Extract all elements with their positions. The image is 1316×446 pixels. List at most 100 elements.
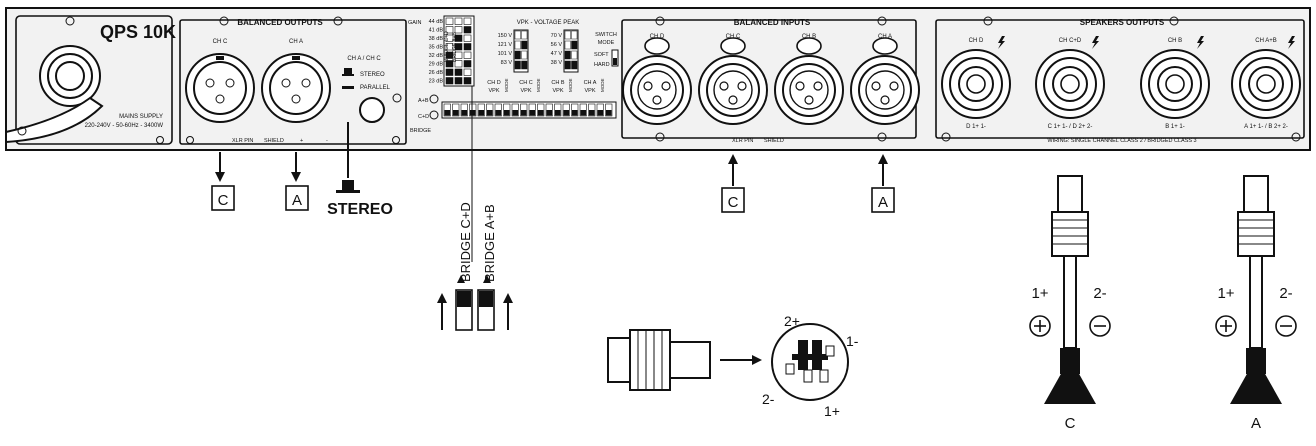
lightning-icon [1288,36,1295,49]
vpk-channel-label: CH B [551,80,564,86]
balanced-outputs-title: BALANCED OUTPUTS [237,18,323,27]
in-channel-label: CH A [878,34,892,40]
in-channel-label: CH B [802,34,816,40]
balanced-outputs-section: BALANCED OUTPUTS CH C CH A CH A / CH C S… [179,16,407,145]
bridge-indicator-label: BRIDGE [410,128,431,134]
gain-value: 26 dB [429,70,444,76]
bridge-label-ab: BRIDGE A+B [452,31,458,62]
callout-in-a [871,187,895,213]
vpk-value-left: 121 V [498,42,513,48]
vpk-value-left: 101 V [498,51,513,57]
speaker-cable-c: 1+2-C [1029,175,1111,432]
switch-mode-label-2: MODE [598,40,615,46]
gain-value: 35 dB [429,45,444,51]
in-channel-label: CH D [650,34,665,40]
vpk-channel-label: CH A [584,80,597,86]
xlr-input-ch-d[interactable]: CH D [622,34,692,125]
mains-label: MAINS SUPPLY [119,114,163,120]
vpk-tag: VPK [520,88,531,94]
gain-label: GAIN [408,20,421,26]
callout-stereo: STEREO [327,201,393,218]
cable-minus-label: 2- [1093,285,1106,302]
vpk-tag: VPK [488,88,499,94]
speakon-plug-detail: 2+ 1- 2- 1+ [607,313,859,419]
callout-bridge-cd: BRIDGE C+D [458,202,473,282]
speaker-cable-a: 1+2-A [1215,175,1297,432]
callout-in-c-label: C [728,194,739,211]
cable-plus-label: 1+ [1031,285,1048,302]
spk-channel-label: CH C+D [1059,38,1082,44]
speakon-output-2[interactable]: CH C+D C 1+ 1- / D 2+ 2- [1035,36,1105,130]
bridge-cd-indicator: C+D [418,114,429,120]
mode-tag: MODE [504,79,509,93]
hard-label: HARD [594,62,610,68]
bridge-label-cd: BRIDGE C+D [444,31,450,62]
out-pinout-minus: - [326,138,328,144]
callout-in-a-label: A [878,194,888,211]
spk-channel-label: CH A+B [1255,38,1277,44]
vpk-tag: VPK [584,88,595,94]
pin-2plus: 2+ [784,313,800,329]
mains-cable [5,96,104,144]
wiring-note: WIRING: SINGLE CHANNEL CLASS 2 / BRIDGED… [1047,138,1196,144]
xlr-input-ch-b[interactable]: CH B [774,34,844,125]
callout-out-a [285,185,309,211]
mains-section: QPS 10K MAINS SUPPLY 220-240V - 50-60Hz … [5,15,176,145]
out-ch-c-label: CH C [213,39,228,45]
soft-label: SOFT [594,52,609,58]
vpk-value-right: 47 V [551,51,563,57]
out-pinout-shield: SHIELD [264,138,284,144]
vpk-channel-label: CH C [519,80,532,86]
gain-value: 44 dB [429,19,444,25]
cable-plus-label: 1+ [1217,285,1234,302]
xlr-input-ch-c[interactable]: CH C [698,34,768,125]
vpk-value-left: 83 V [501,60,513,66]
callout-out-c-label: C [218,192,229,209]
speakon-output-1[interactable]: CH DD 1+ 1- [941,36,1011,130]
bridge-ab-indicator: A+B [418,98,429,104]
lightning-icon [1092,36,1099,49]
in-pinout-shield: SHIELD [764,138,784,144]
mode-tag: MODE [536,79,541,93]
pin-1minus: 1- [846,333,859,349]
cable-minus-label: 2- [1279,285,1292,302]
vpk-value-right: 56 V [551,42,563,48]
speaker-cables: 1+2-C1+2-A [1029,175,1297,432]
vpk-value-right: 70 V [551,33,563,39]
in-pinout: XLR PIN [732,138,753,144]
out-mode-title: CH A / CH C [347,56,381,62]
out-ch-a-label: CH A [289,39,303,45]
speakon-output-4[interactable]: CH A+B A 1+ 1- / B 2+ 2- [1231,36,1301,130]
balanced-inputs-title: BALANCED INPUTS [734,18,811,27]
vpk-value-right: 38 V [551,60,563,66]
callouts: C A STEREO BRIDGE C+D BRIDGE A+B C A [211,86,895,331]
spk-wiring-label: B 1+ 1- [1165,124,1185,130]
callout-bridge-ab: BRIDGE A+B [482,204,497,282]
out-mode-parallel: PARALLEL [360,85,391,91]
pin-1plus: 1+ [824,403,840,419]
gain-value: 23 dB [429,79,444,85]
vpk-tag: VPK [552,88,563,94]
xlr-output-a[interactable] [261,53,331,123]
gain-value: 41 dB [429,28,444,34]
spk-wiring-label: C 1+ 1- / D 2+ 2- [1048,124,1093,130]
xlr-input-ch-a[interactable]: CH A [850,34,920,125]
mode-tag: MODE [600,79,605,93]
speakers-title: SPEAKERS OUTPUTS [1080,18,1165,27]
out-pinout: XLR PIN [232,138,253,144]
spk-wiring-label: A 1+ 1- / B 2+ 2- [1244,124,1288,130]
callout-in-c [721,187,745,213]
stereo-parallel-switch[interactable] [359,97,385,123]
switch-mode-label-1: SWITCH [595,32,617,38]
speakon-output-3[interactable]: CH BB 1+ 1- [1140,36,1210,130]
model-name: QPS 10K [100,22,176,42]
callout-out-c [211,185,235,211]
speakon-face [771,323,849,401]
xlr-output-c[interactable] [185,53,255,123]
lightning-icon [1197,36,1204,49]
mains-spec: 220-240V - 50-60Hz - 3400W [85,123,164,129]
